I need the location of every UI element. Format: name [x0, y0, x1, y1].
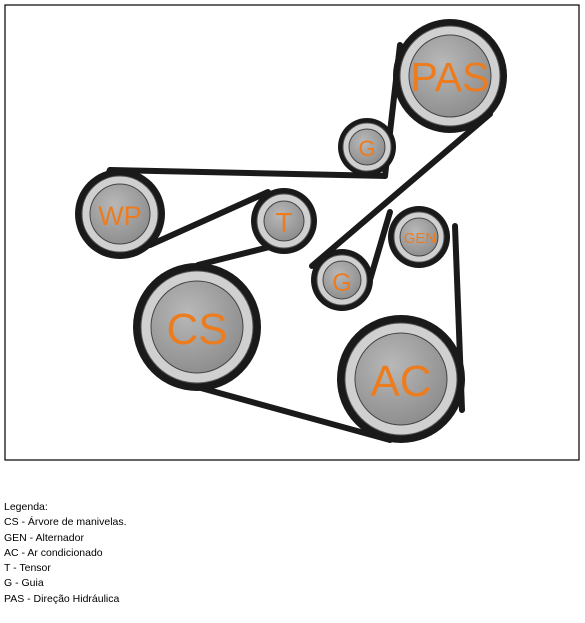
belt-segment	[107, 167, 388, 179]
pulley-label-pas: PAS	[411, 54, 490, 100]
pulley-label-wp: WP	[98, 201, 142, 231]
legend-item: AC - Ar condicionado	[4, 546, 103, 559]
legend-item: T - Tensor	[4, 562, 51, 575]
legend-item: PAS - Direção Hidráulica	[4, 592, 120, 605]
pulley-label-g2: G	[332, 269, 351, 297]
legend-item: GEN - Alternador	[4, 531, 84, 544]
pulley-label-g1: G	[358, 136, 375, 161]
legend-title: Legenda:	[4, 501, 48, 513]
pulley-label-ac: AC	[370, 357, 431, 406]
pulley-label-cs: CS	[166, 305, 227, 354]
legend: Legenda: CS - Árvore de manivelas. GEN -…	[4, 500, 127, 607]
belt-segment	[147, 189, 271, 248]
pulley-wp: WP	[75, 169, 165, 259]
pulley-label-gen: GEN	[404, 230, 437, 247]
pulley-pas: PAS	[393, 19, 507, 133]
pulley-ac: AC	[337, 315, 465, 443]
belt-segment	[309, 111, 493, 269]
pulley-t: T	[251, 188, 317, 254]
pulley-label-t: T	[275, 207, 292, 238]
belt-segment	[187, 382, 393, 443]
pulley-gen: GEN	[388, 206, 450, 268]
pulley-g2: G	[311, 249, 373, 311]
pulley-cs: CS	[133, 263, 261, 391]
legend-item: CS - Árvore de manivelas.	[4, 516, 127, 529]
belt-diagram: PAS G WP T GEN G CS	[4, 4, 580, 461]
pulley-g1: G	[338, 118, 396, 176]
legend-item: G - Guia	[4, 577, 44, 590]
